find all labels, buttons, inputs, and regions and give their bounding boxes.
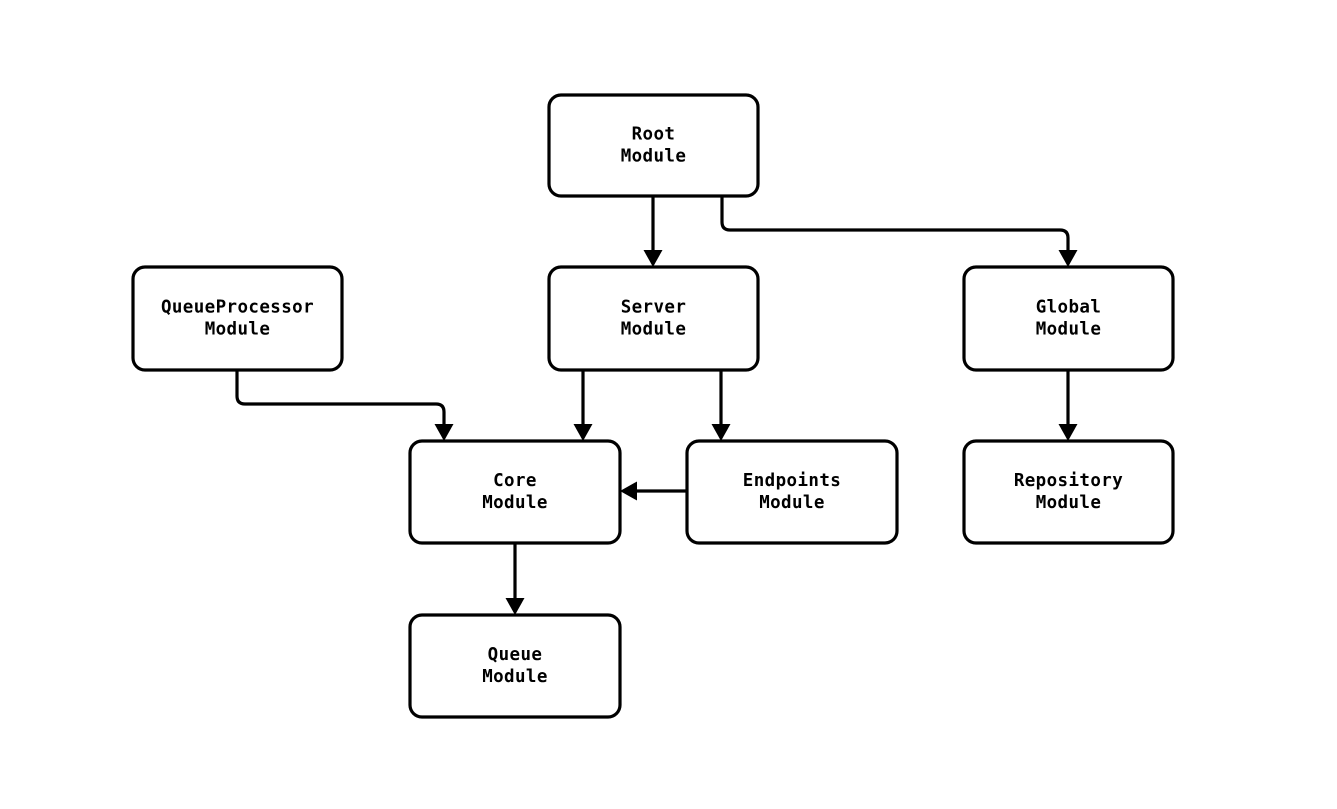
edge-server-to-core — [573, 370, 593, 441]
node-label-secondary: Module — [482, 667, 548, 687]
edge-queueprocessor-to-core — [235, 370, 454, 441]
nodes-layer: RootModuleQueueProcessorModuleServerModu… — [131, 93, 1175, 719]
node-label-secondary: Module — [759, 493, 825, 513]
edge-endpoints-to-core — [620, 481, 687, 501]
edge-root-to-server — [643, 196, 663, 267]
arrowhead-icon — [1058, 250, 1078, 267]
edge-line — [235, 370, 446, 426]
node-label-primary: Endpoints — [743, 471, 841, 491]
node-label-primary: Global — [1036, 298, 1102, 318]
node-label-secondary: Module — [1036, 493, 1102, 513]
node-label-primary: Server — [621, 298, 687, 318]
edge-line — [720, 196, 1070, 252]
edge-server-to-endpoints — [711, 370, 731, 441]
node-box[interactable] — [962, 439, 1175, 545]
node-label-primary: QueueProcessor — [161, 298, 314, 318]
node-label-primary: Core — [493, 471, 537, 491]
arrowhead-icon — [620, 481, 637, 501]
edge-root-to-global — [720, 196, 1078, 267]
node-label-secondary: Module — [1036, 320, 1102, 340]
node-label-primary: Queue — [488, 645, 543, 665]
arrowhead-icon — [505, 598, 525, 615]
node-label-secondary: Module — [205, 320, 271, 340]
node-box[interactable] — [131, 265, 344, 372]
node-label-secondary: Module — [621, 320, 687, 340]
arrowhead-icon — [573, 424, 593, 441]
arrowhead-icon — [711, 424, 731, 441]
node-label-secondary: Module — [482, 493, 548, 513]
edge-global-to-repository — [1058, 370, 1078, 441]
node-box[interactable] — [685, 439, 899, 545]
node-label-secondary: Module — [621, 147, 687, 167]
edges-layer — [235, 196, 1078, 615]
arrowhead-icon — [1058, 424, 1078, 441]
node-box[interactable] — [408, 613, 622, 719]
node-box[interactable] — [547, 93, 760, 198]
node-box[interactable] — [408, 439, 622, 545]
node-label-primary: Root — [632, 125, 676, 145]
arrowhead-icon — [643, 250, 663, 267]
node-box[interactable] — [962, 265, 1175, 372]
node-box[interactable] — [547, 265, 760, 372]
edge-core-to-queue — [505, 543, 525, 615]
node-label-primary: Repository — [1014, 471, 1123, 491]
arrowhead-icon — [434, 424, 454, 441]
